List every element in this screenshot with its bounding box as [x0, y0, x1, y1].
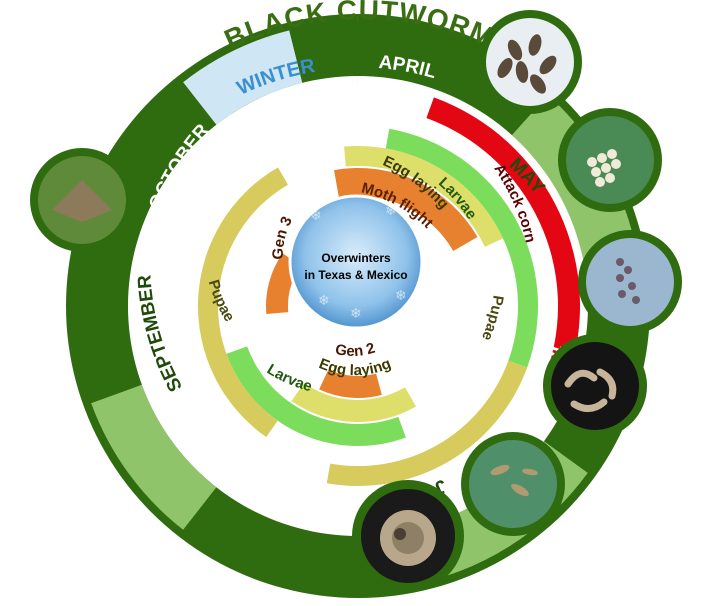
center-line-2: in Texas & Mexico — [304, 268, 407, 282]
egg-mass-photo-icon — [616, 258, 640, 304]
photo-egg-mass — [578, 230, 682, 334]
stage-arc-larvae-gen1 — [385, 128, 538, 368]
overwinter-center: ❄ ❄ ❄ ❄ ❄ Overwinters in Texas & Mexico — [288, 194, 424, 330]
stage-arc-pupae-gen2 — [198, 167, 288, 438]
month-segment-october — [73, 82, 217, 404]
month-segment-winter — [183, 30, 303, 125]
stage-arc-pupae-gen1 — [326, 360, 528, 486]
snowflake-icon: ❄ — [318, 293, 330, 309]
month-segment-august — [183, 487, 408, 591]
snowflake-icon: ❄ — [395, 288, 407, 304]
curled-larva-photo-icon — [380, 510, 436, 566]
snowflake-icon: ❄ — [385, 203, 397, 219]
moth-photo-icon — [52, 180, 112, 222]
month-segment-gap — [289, 21, 388, 83]
larvae-photo-icon — [564, 368, 617, 412]
pupae-cluster-photo-icon — [497, 34, 557, 94]
snowflake-icon: ❄ — [350, 306, 362, 322]
photo-pupae-cluster — [478, 10, 582, 114]
snowflake-icon: ❄ — [310, 208, 322, 224]
photo-larvae — [543, 334, 647, 438]
stage-arc-moth-flight — [334, 168, 478, 251]
stage-arc-egg-laying-gen2 — [291, 383, 416, 422]
stage-arc-larvae-gen2 — [226, 346, 406, 446]
stage-arc-gen2 — [319, 369, 382, 398]
eggs-on-leaf-photo-icon — [587, 149, 621, 187]
center-line-1: Overwinters — [321, 251, 391, 265]
larvae-on-plant-photo-icon — [490, 464, 538, 497]
photo-larvae-on-plant — [461, 432, 565, 536]
photo-eggs-on-leaf — [558, 108, 662, 212]
month-segment-september — [91, 384, 217, 530]
stage-label-gen2: Gen 2 — [334, 340, 377, 360]
photo-moth — [30, 148, 134, 252]
photo-curled-larva — [352, 480, 464, 592]
stage-arc-egg-laying-gen1 — [344, 145, 504, 247]
